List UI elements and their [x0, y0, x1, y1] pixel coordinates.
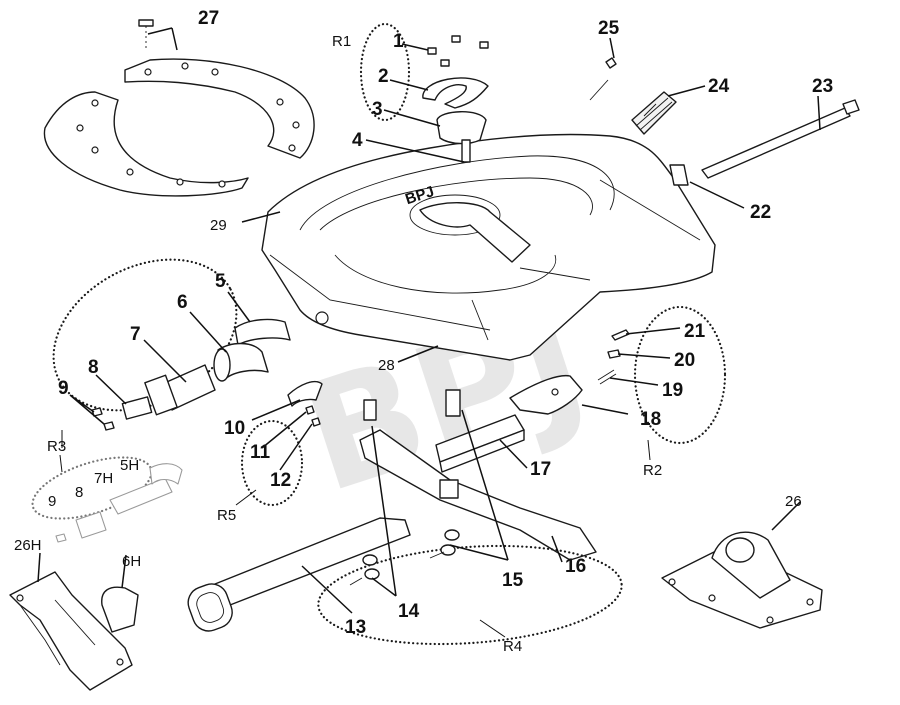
callout-22: 22 [750, 202, 771, 223]
callout-labels: 27 1 2 3 4 25 24 23 22 29 28 5 6 7 8 9 1… [58, 8, 833, 638]
spring-assembly [589, 57, 677, 135]
latch-slide [435, 389, 525, 473]
callout-14: 14 [398, 601, 420, 622]
pin-bushing-assembly [91, 318, 291, 431]
leader-lines [37, 27, 821, 614]
callout-20: 20 [674, 350, 695, 371]
group-label-r3: R3 [47, 438, 66, 455]
bracket-26h [9, 571, 133, 691]
history-callout-6h: 6H [122, 553, 141, 570]
group-labels: R1 R2 R3 R4 R5 [47, 33, 662, 655]
group-label-r1: R1 [332, 33, 351, 50]
release-handle [187, 517, 411, 632]
callout-27: 27 [198, 8, 219, 29]
callout-8: 8 [88, 357, 99, 378]
callout-25: 25 [598, 18, 620, 39]
callout-12: 12 [270, 470, 291, 491]
callout-26: 26 [785, 493, 802, 510]
release-rod [669, 99, 860, 186]
callout-29: 29 [210, 217, 227, 234]
washers [349, 529, 460, 586]
top-plate [261, 133, 716, 361]
latch-assembly [509, 329, 630, 415]
group-label-r2: R2 [643, 462, 662, 479]
callout-7: 7 [130, 324, 141, 345]
callout-16: 16 [565, 556, 586, 577]
callout-5: 5 [215, 271, 226, 292]
callout-21: 21 [684, 321, 706, 342]
callout-10: 10 [224, 418, 245, 439]
group-label-r4: R4 [503, 638, 522, 655]
callout-24: 24 [708, 76, 730, 97]
part-6h [101, 586, 139, 633]
callout-6: 6 [177, 292, 188, 313]
clip-assembly [287, 380, 323, 427]
callout-18: 18 [640, 409, 661, 430]
callout-23: 23 [812, 76, 833, 97]
history-callout-8: 8 [75, 484, 83, 501]
mounting-bracket-26 [661, 531, 823, 629]
callout-28: 28 [378, 357, 395, 374]
group-label-r5: R5 [217, 507, 236, 524]
history-callout-5h: 5H [120, 457, 139, 474]
callout-3: 3 [372, 99, 383, 120]
callout-9: 9 [58, 378, 69, 399]
history-callout-7h: 7H [94, 470, 113, 487]
callout-11: 11 [250, 442, 271, 463]
yoke-arm [359, 399, 597, 561]
wear-plate-liner [43, 58, 315, 197]
group-r1-outline [359, 22, 411, 122]
callout-2: 2 [378, 66, 389, 87]
history-labels: 5H 7H 8 9 6H 26H [14, 457, 141, 570]
lock-ring-assembly [422, 35, 489, 163]
history-callout-26h: 26H [14, 537, 42, 554]
callout-19: 19 [662, 380, 683, 401]
callout-17: 17 [530, 459, 551, 480]
history-parts [55, 463, 183, 543]
bolt-27 [138, 19, 154, 50]
group-r3-outline [52, 258, 238, 412]
group-r5-outline [240, 419, 304, 507]
callout-15: 15 [502, 570, 524, 591]
group-r2-outline [633, 305, 727, 445]
group-r4-outline [317, 544, 623, 646]
callout-1: 1 [393, 31, 404, 52]
callout-4: 4 [352, 130, 363, 151]
callout-13: 13 [345, 617, 366, 638]
history-callout-9: 9 [48, 493, 56, 510]
